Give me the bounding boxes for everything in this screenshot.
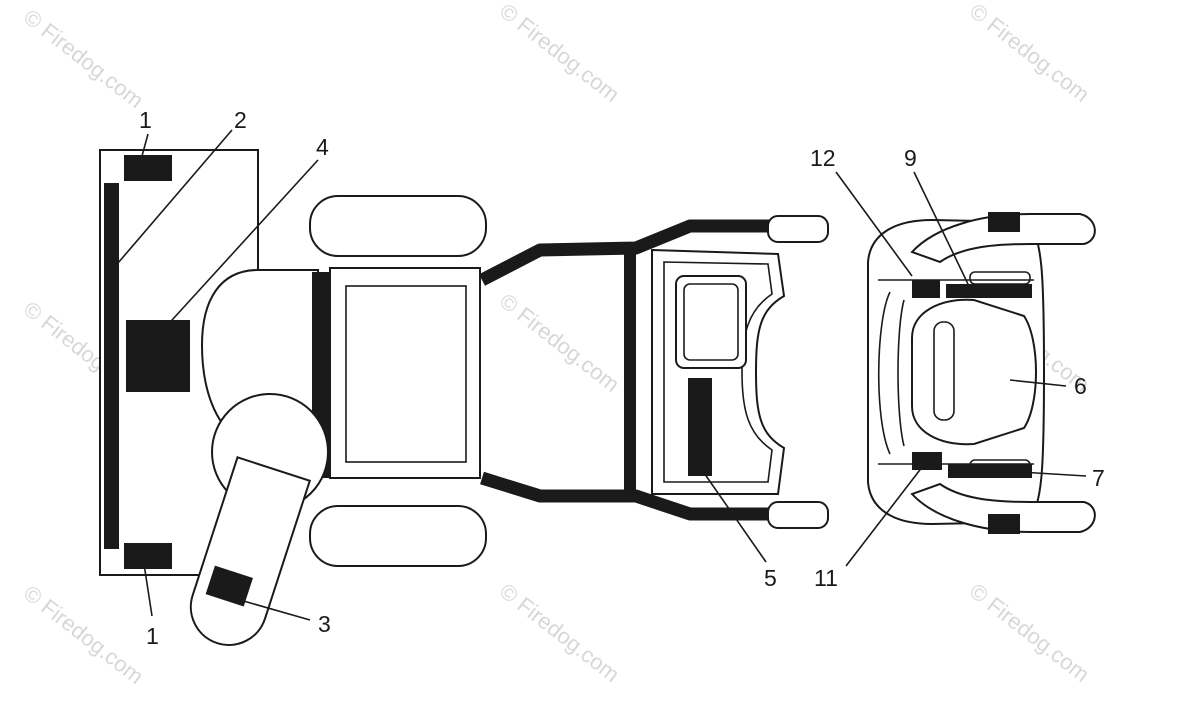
callout-1-bottom: 1	[146, 623, 159, 649]
gauge-outer	[675, 275, 747, 369]
watermark: © Firedog.com	[19, 4, 148, 113]
wheel-top	[309, 195, 487, 257]
handle-grip-top	[767, 215, 829, 243]
decal-4	[126, 320, 190, 392]
seat-inner	[345, 285, 467, 463]
decal-5	[688, 378, 712, 476]
watermark: © Firedog.com	[495, 0, 624, 107]
callout-4: 4	[316, 134, 329, 160]
wheel-bottom	[309, 505, 487, 567]
decal-9	[946, 284, 1032, 298]
callout-3: 3	[318, 611, 331, 637]
decal-2-strip	[104, 183, 119, 549]
watermark: © Firedog.com	[965, 578, 1094, 687]
leader-lines	[111, 129, 1087, 621]
watermark: © Firedog.com	[495, 578, 624, 687]
callout-6: 6	[1074, 373, 1087, 399]
hood-outline	[911, 298, 1037, 446]
decal-3	[205, 565, 253, 607]
callout-1-top: 1	[139, 107, 152, 133]
callout-numbers: 1 2 4 1 3 5 12 9 6 7 11	[139, 107, 1105, 649]
front-bumper	[910, 212, 1096, 534]
decal-7	[948, 464, 1032, 478]
watermark: © Firedog.com	[965, 0, 1094, 107]
bumper-strap-top	[988, 212, 1020, 232]
gauge-inner	[683, 283, 739, 361]
callout-12: 12	[810, 145, 836, 171]
decal-11	[912, 452, 942, 470]
decal-1-bottom	[124, 543, 172, 569]
bumper-strap-bottom	[988, 514, 1020, 534]
callout-2: 2	[234, 107, 247, 133]
frame-tubes	[479, 219, 770, 521]
decal-12	[912, 280, 940, 298]
handle-grip-bottom	[767, 501, 829, 529]
callout-9: 9	[904, 145, 917, 171]
callout-7: 7	[1092, 465, 1105, 491]
callout-11: 11	[814, 565, 838, 591]
watermark: © Firedog.com	[495, 288, 624, 397]
front-body	[867, 218, 1046, 526]
seat-outer	[329, 267, 481, 479]
capsule-cover	[189, 456, 312, 646]
callout-5: 5	[764, 565, 777, 591]
watermark: © Firedog.com	[19, 580, 148, 689]
dash-panel	[651, 248, 786, 495]
decal-1-top	[124, 155, 172, 181]
